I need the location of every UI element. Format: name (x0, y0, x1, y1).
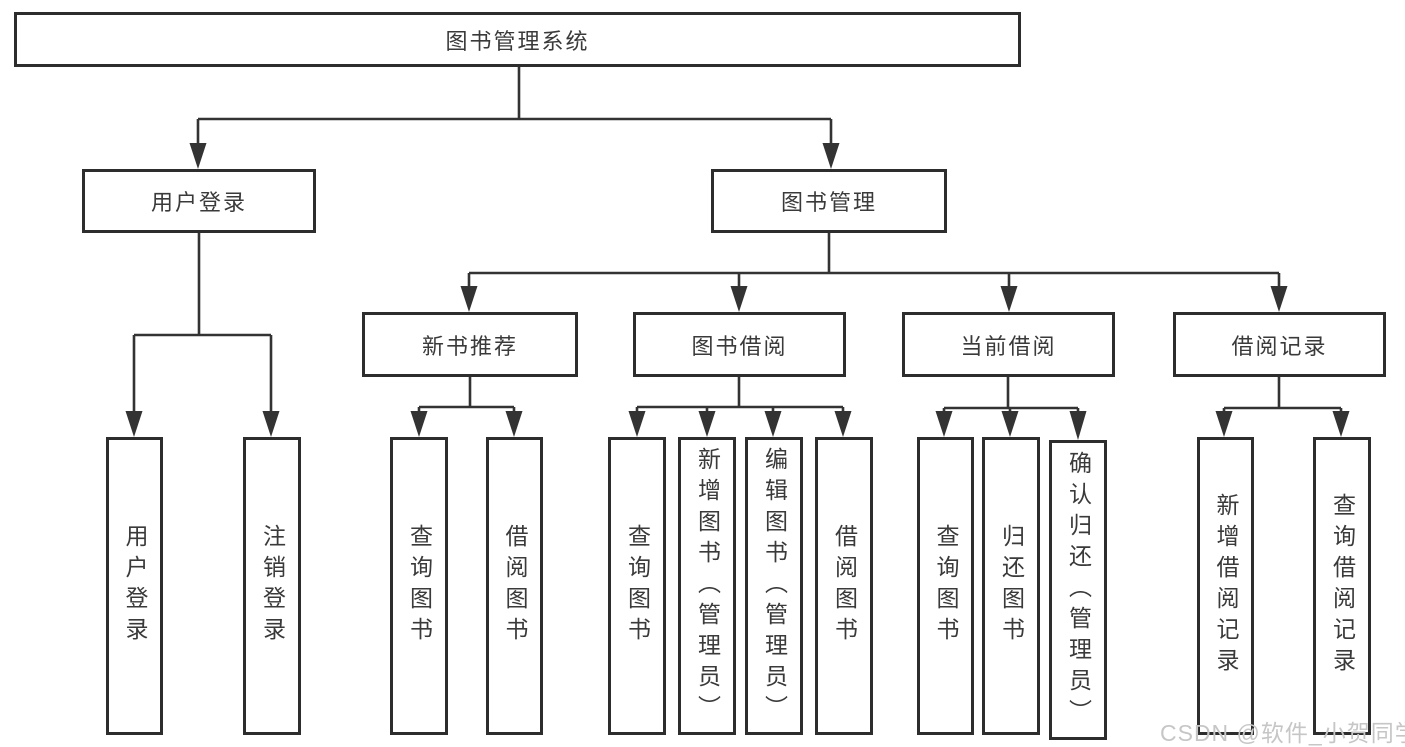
node-library-system: 图书管理系统 (14, 12, 1021, 67)
node-label: 图书借阅 (691, 333, 788, 359)
node-current-borrow: 当前借阅 (902, 312, 1115, 377)
leaf-add-books-admin: 新增图书（管理员） (678, 437, 736, 735)
leaf-query-borrow-record: 查询借阅记录 (1313, 437, 1371, 735)
leaf-label: 查询图书 (624, 524, 651, 648)
leaf-add-borrow-record: 新增借阅记录 (1197, 437, 1254, 735)
leaf-label: 用户登录 (122, 524, 148, 648)
arrowheads (125, 143, 1350, 440)
leaf-edit-books-admin: 编辑图书（管理员） (745, 437, 803, 735)
node-label: 新书推荐 (421, 333, 518, 359)
node-book-borrow: 图书借阅 (633, 312, 846, 377)
leaf-confirm-return-admin: 确认归还（管理员） (1049, 440, 1107, 740)
leaf-query-books-borrow: 查询图书 (608, 437, 666, 735)
leaf-label: 新增图书（管理员） (694, 446, 721, 726)
leaf-label: 注销登录 (259, 524, 286, 648)
leaf-label: 查询图书 (933, 524, 959, 648)
node-label: 用户登录 (150, 190, 247, 215)
leaf-label: 归还图书 (998, 524, 1025, 648)
leaf-query-books-recommend: 查询图书 (390, 437, 448, 735)
leaf-label: 查询借阅记录 (1329, 493, 1356, 679)
leaf-logout: 注销登录 (243, 437, 301, 735)
watermark-text: CSDN @软件_小贺同学 (1160, 720, 1405, 746)
leaf-label: 确认归还（管理员） (1065, 450, 1092, 730)
node-user-login: 用户登录 (82, 169, 316, 233)
node-label: 图书管理 (780, 190, 877, 215)
leaf-label: 借阅图书 (502, 524, 528, 648)
node-borrow-records: 借阅记录 (1173, 312, 1386, 377)
node-label: 借阅记录 (1231, 333, 1328, 359)
leaf-return-books: 归还图书 (982, 437, 1040, 735)
leaf-label: 新增借阅记录 (1213, 493, 1239, 679)
connector-lines (132, 66, 1343, 413)
leaf-borrow-books: 借阅图书 (815, 437, 873, 735)
leaf-borrow-books-recommend: 借阅图书 (486, 437, 543, 735)
leaf-label: 借阅图书 (831, 524, 858, 648)
leaf-label: 查询图书 (406, 524, 433, 648)
leaf-user-login: 用户登录 (106, 437, 163, 735)
leaf-query-books-current: 查询图书 (917, 437, 974, 735)
node-label: 图书管理系统 (445, 28, 590, 54)
node-label: 当前借阅 (960, 333, 1057, 359)
leaf-label: 编辑图书（管理员） (761, 446, 788, 726)
node-book-management: 图书管理 (711, 169, 947, 233)
node-new-book-recommend: 新书推荐 (362, 312, 578, 377)
